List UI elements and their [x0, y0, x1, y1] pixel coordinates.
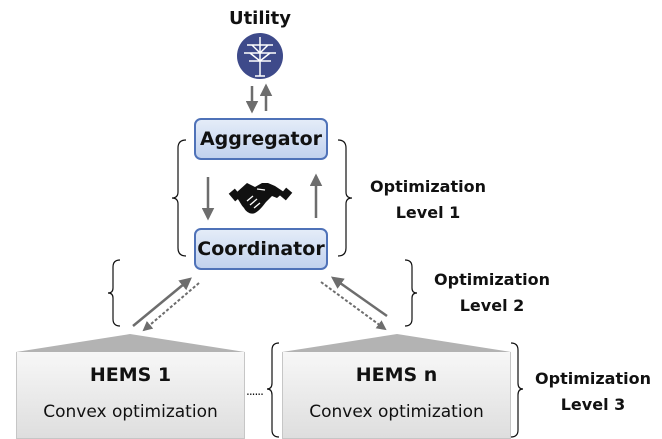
hems1-roof [16, 334, 245, 352]
optimization-level-3-line1: Optimization [535, 369, 651, 388]
aggregator-label: Aggregator [199, 128, 323, 150]
hems-1-subtitle: Convex optimization [43, 402, 218, 422]
hems-n-title: HEMS n [355, 364, 438, 386]
bracket-level1-left [171, 139, 187, 257]
utility-label: Utility [228, 8, 292, 29]
handshake-icon [228, 183, 293, 214]
bracket-level2-left [107, 259, 121, 327]
optimization-level-2-line1: Optimization [434, 270, 550, 289]
bracket-level3-left [266, 342, 280, 438]
hems-n-subtitle: Convex optimization [309, 402, 484, 422]
arrow-hemsn-to-coordinator [330, 276, 388, 318]
bracket-level2-right [404, 259, 418, 327]
hems-ellipsis: ...... [246, 384, 264, 398]
arrow-hems1-to-coordinator [132, 277, 192, 327]
optimization-level-1-label: Optimization Level 1 [358, 174, 498, 226]
power-pole-icon [237, 33, 283, 79]
coordinator-box: Coordinator [194, 228, 328, 270]
optimization-level-3-line2: Level 3 [560, 395, 626, 414]
optimization-level-2-label: Optimization Level 2 [422, 267, 562, 319]
hems-1-block: HEMS 1 Convex optimization [16, 352, 245, 439]
coordinator-label: Coordinator [197, 238, 325, 260]
aggregator-box: Aggregator [194, 118, 328, 160]
optimization-level-1-line1: Optimization [370, 177, 486, 196]
arrow-coordinator-to-hems1 [142, 282, 200, 332]
bracket-level1-right [337, 139, 353, 257]
optimization-level-1-line2: Level 1 [395, 203, 461, 222]
arrow-coordinator-to-hemsn [320, 281, 387, 331]
hems-n-block: HEMS n Convex optimization [282, 352, 511, 439]
bracket-level3-right [510, 342, 524, 438]
hemsn-roof [282, 334, 511, 352]
optimization-level-2-line2: Level 2 [459, 296, 525, 315]
optimization-level-3-label: Optimization Level 3 [524, 366, 662, 418]
hems-1-title: HEMS 1 [89, 364, 172, 386]
